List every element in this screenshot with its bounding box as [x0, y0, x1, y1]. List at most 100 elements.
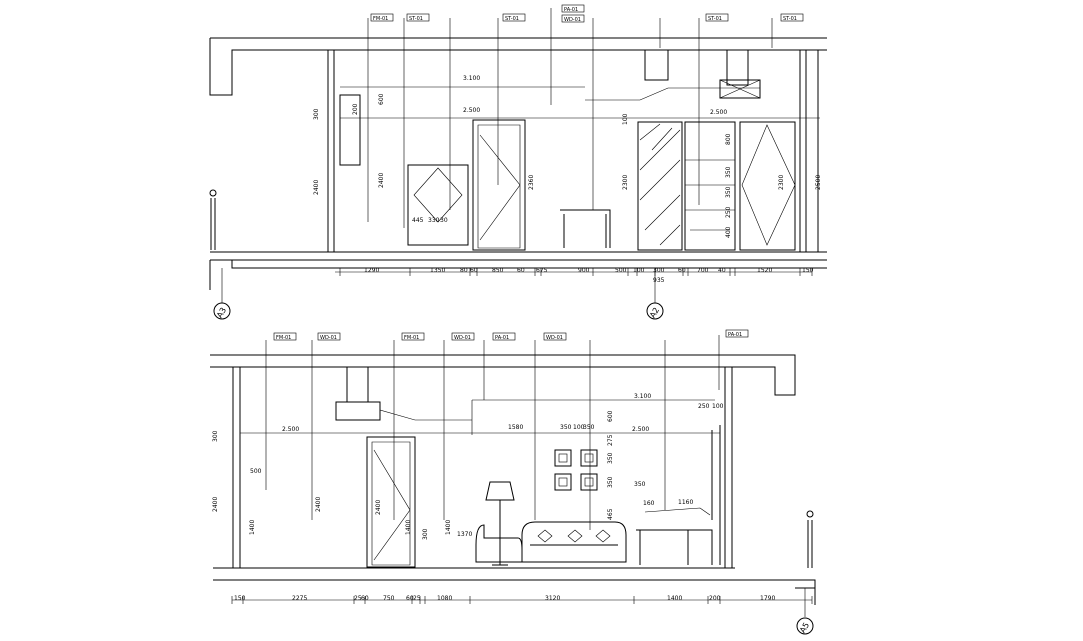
top-ceiling-lines [340, 86, 820, 119]
svg-text:2400: 2400 [212, 497, 219, 512]
svg-text:WD-01: WD-01 [320, 335, 337, 341]
bottom-door [366, 436, 416, 568]
svg-text:100: 100 [633, 267, 645, 274]
svg-text:1580: 1580 [508, 424, 523, 431]
svg-text:60: 60 [517, 267, 525, 274]
svg-text:500: 500 [615, 267, 627, 274]
svg-text:2.500: 2.500 [282, 426, 299, 433]
top-right-door-diamond [741, 124, 796, 246]
top-level-marks: 3.100 2.500 2.500 [463, 75, 727, 116]
svg-text:100: 100 [622, 113, 629, 125]
svg-text:PA-01: PA-01 [564, 7, 578, 13]
svg-text:300: 300 [422, 528, 429, 540]
bottom-axis-a5-bubble [796, 617, 814, 635]
svg-text:465: 465 [607, 508, 614, 520]
bottom-dim-chain [231, 596, 813, 604]
svg-text:675: 675 [536, 267, 548, 274]
svg-text:700: 700 [697, 267, 709, 274]
bottom-sofa-cushions [537, 529, 611, 543]
top-mirror-panel [637, 121, 683, 251]
bottom-leader-lines [265, 335, 720, 530]
svg-text:350: 350 [634, 481, 646, 488]
svg-text:25: 25 [413, 595, 421, 602]
top-ac-unit-cross [719, 79, 761, 99]
svg-text:400: 400 [725, 226, 732, 238]
svg-text:850: 850 [492, 267, 504, 274]
svg-text:PA-01: PA-01 [495, 335, 509, 341]
bottom-ceiling-lines [240, 399, 720, 435]
svg-text:60: 60 [678, 267, 686, 274]
svg-text:350: 350 [583, 424, 595, 431]
svg-text:1520: 1520 [757, 267, 772, 274]
svg-text:40: 40 [718, 267, 726, 274]
bottom-ceiling-slab [210, 354, 796, 396]
svg-text:330: 330 [428, 217, 440, 224]
svg-text:2.500: 2.500 [710, 109, 727, 116]
svg-text:1400: 1400 [445, 520, 452, 535]
svg-text:900: 900 [578, 267, 590, 274]
bottom-sofa [521, 521, 627, 563]
svg-text:1080: 1080 [437, 595, 452, 602]
svg-text:60: 60 [406, 595, 414, 602]
bottom-side-walls [232, 367, 733, 568]
svg-text:100: 100 [712, 403, 724, 410]
bottom-ac-duct [346, 367, 369, 402]
svg-text:1400: 1400 [249, 520, 256, 535]
svg-text:150: 150 [802, 267, 814, 274]
bottom-armchair [475, 524, 523, 563]
svg-text:WD-01: WD-01 [546, 335, 563, 341]
top-leader-lines [367, 8, 773, 228]
svg-text:PA-01: PA-01 [728, 332, 742, 338]
top-ceiling-slab [209, 37, 827, 96]
svg-text:1290: 1290 [364, 267, 379, 274]
top-door-leaf [477, 124, 521, 249]
top-post [210, 198, 216, 250]
svg-text:FM-01: FM-01 [373, 16, 388, 22]
svg-text:2400: 2400 [313, 180, 320, 195]
svg-text:80: 80 [460, 267, 468, 274]
top-axis-lines [221, 268, 656, 303]
top-post-cap [209, 189, 217, 197]
bottom-door-leaf [371, 441, 411, 566]
bottom-post-cap [806, 510, 814, 518]
top-floor-slab [209, 251, 827, 290]
bottom-desk-lamp [644, 507, 711, 516]
svg-text:600: 600 [378, 93, 385, 105]
svg-text:2400: 2400 [375, 500, 382, 515]
svg-text:2.500: 2.500 [632, 426, 649, 433]
top-axis-a3-bubble [213, 302, 231, 320]
bottom-curtain [711, 425, 721, 565]
svg-text:2500: 2500 [815, 175, 822, 190]
svg-text:ST-01: ST-01 [409, 16, 423, 22]
svg-text:150: 150 [234, 595, 246, 602]
svg-text:2400: 2400 [378, 173, 385, 188]
bottom-ac-unit [335, 401, 381, 421]
bottom-desk [636, 529, 713, 565]
svg-text:2300: 2300 [622, 175, 629, 190]
top-height-dims: 2400 2400 2360 2300 2300 2500 600 300 20… [313, 93, 822, 238]
svg-text:300: 300 [313, 108, 320, 120]
svg-text:500: 500 [250, 468, 262, 475]
svg-text:FM-01: FM-01 [404, 335, 419, 341]
svg-text:300: 300 [212, 430, 219, 442]
bottom-dim-values: 150 2275 25 60 750 60 25 1080 3120 1400 … [234, 595, 775, 602]
top-dim-values: 1290 1350 80 60 850 60 675 900 500 100 3… [364, 267, 814, 284]
bottom-leader-tags: FM-01 WD-01 FM-01 WD-01 PA-01 WD-01 PA-0… [273, 329, 749, 341]
svg-text:WD-01: WD-01 [564, 17, 581, 23]
top-axis-a2-bubble [646, 302, 664, 320]
top-wall-panel [339, 94, 361, 166]
top-shelf-lines [685, 159, 735, 231]
svg-text:350: 350 [607, 476, 614, 488]
svg-text:350: 350 [725, 186, 732, 198]
top-leader-tags: FM-01 ST-01 ST-01 PA-01 WD-01 ST-01 ST-0… [370, 4, 804, 23]
svg-text:935: 935 [653, 277, 665, 284]
svg-text:1400: 1400 [667, 595, 682, 602]
svg-text:100: 100 [573, 424, 585, 431]
top-side-walls [327, 50, 819, 252]
svg-text:250: 250 [725, 206, 732, 218]
svg-text:ST-01: ST-01 [505, 16, 519, 22]
top-cabinet [407, 164, 469, 246]
svg-text:350: 350 [725, 166, 732, 178]
svg-text:250: 250 [698, 403, 710, 410]
